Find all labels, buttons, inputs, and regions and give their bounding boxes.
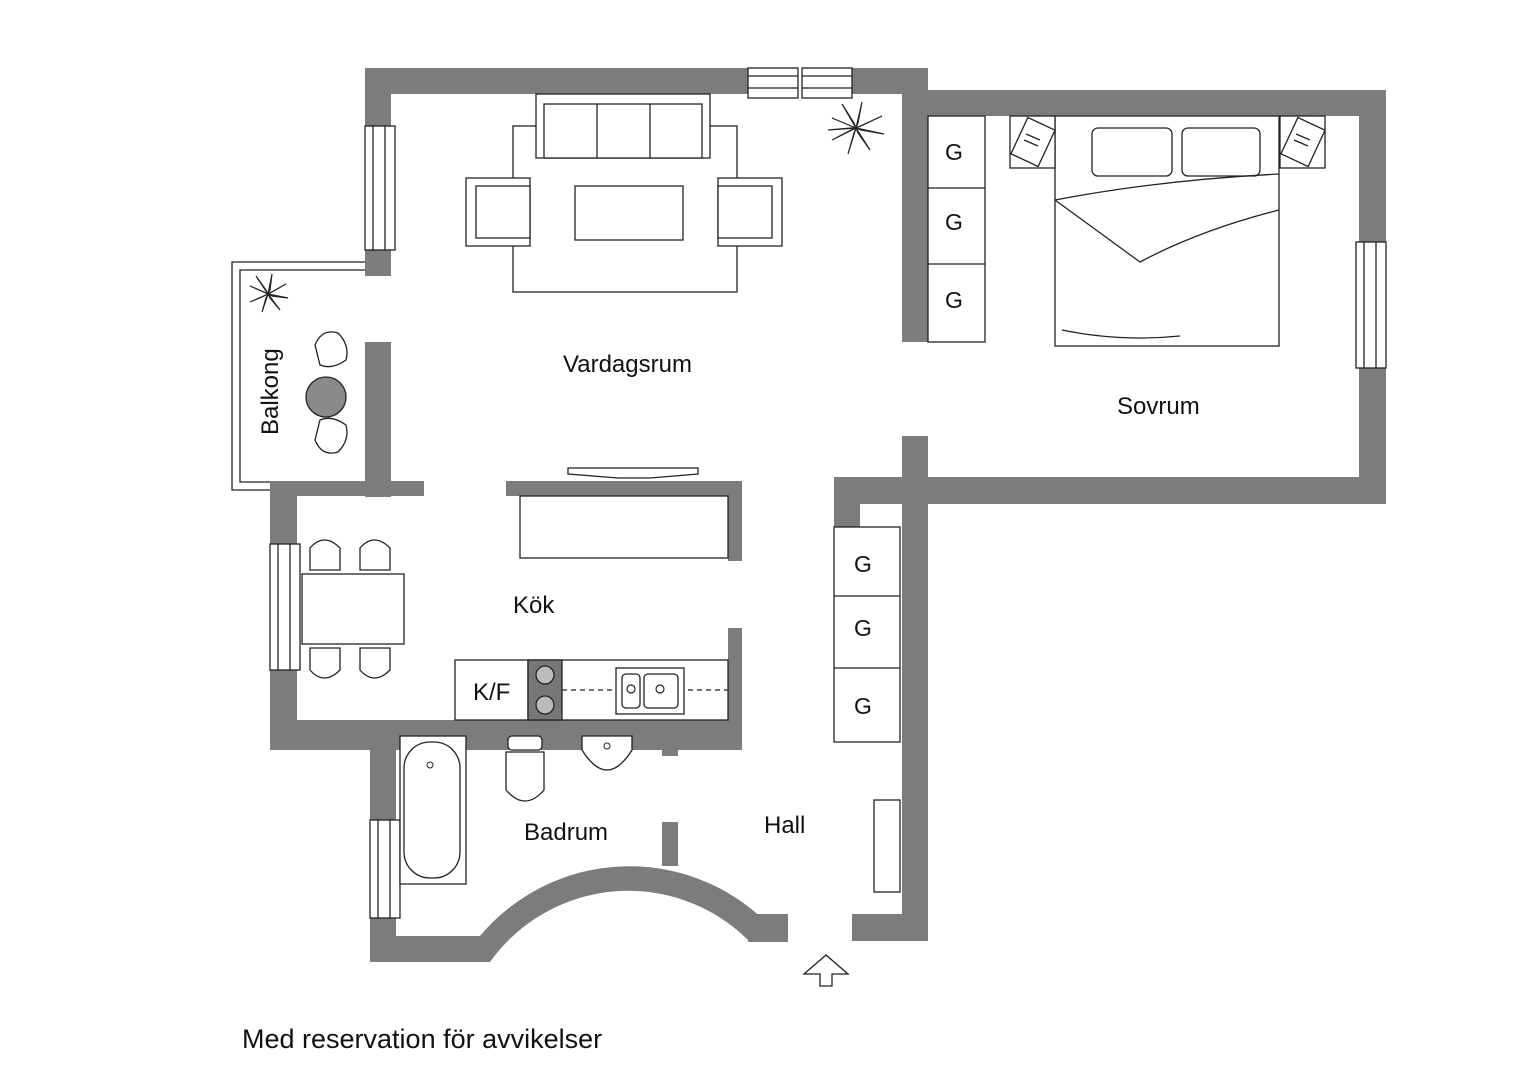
balcony [231, 261, 365, 491]
wardrobe-label: G [854, 693, 872, 719]
bedroom-furniture [927, 115, 1326, 347]
wardrobe-labels: G G G G G G [854, 139, 963, 719]
windows [269, 67, 1387, 919]
bathroom-furniture [399, 735, 633, 885]
room-label-balkong: Balkong [257, 348, 284, 435]
plant-icon [827, 101, 885, 155]
plant-icon [249, 273, 289, 313]
room-label-badrum: Badrum [524, 819, 608, 846]
room-label-sovrum: Sovrum [1117, 393, 1200, 420]
fridge-freezer-label: K/F [473, 679, 510, 706]
walls [270, 68, 1386, 962]
wardrobe-label: G [945, 287, 963, 313]
living-room-furniture [465, 93, 885, 559]
room-labels: Vardagsrum Sovrum Balkong Kök Badrum Hal… [257, 348, 1200, 846]
disclaimer: Med reservation för avvikelser [242, 1024, 603, 1054]
wardrobe-label: G [854, 551, 872, 577]
wardrobe-label: G [945, 139, 963, 165]
wardrobe-label: G [854, 615, 872, 641]
room-label-hall: Hall [764, 812, 805, 839]
room-label-vardagsrum: Vardagsrum [563, 351, 692, 378]
hall-furniture [802, 526, 901, 987]
wardrobe-label: G [945, 209, 963, 235]
room-label-kok: Kök [513, 592, 555, 619]
kitchen-furniture [301, 539, 729, 721]
entrance-arrow-icon [802, 954, 850, 987]
